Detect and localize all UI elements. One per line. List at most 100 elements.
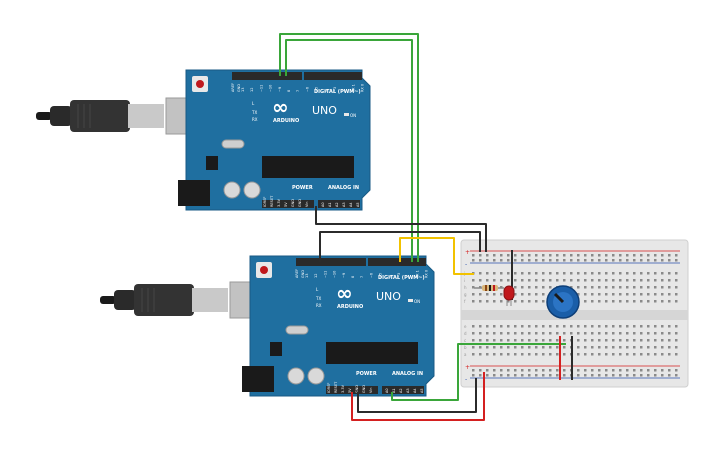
breadboard-hole[interactable] — [584, 374, 587, 377]
breadboard-hole[interactable] — [479, 374, 482, 377]
breadboard-hole[interactable] — [640, 346, 643, 349]
breadboard-hole[interactable] — [514, 353, 517, 356]
breadboard-hole[interactable] — [514, 346, 517, 349]
breadboard-hole[interactable] — [472, 279, 475, 282]
breadboard-hole[interactable] — [584, 300, 587, 303]
breadboard-hole[interactable] — [493, 346, 496, 349]
breadboard-hole[interactable] — [612, 325, 615, 328]
breadboard-hole[interactable] — [493, 293, 496, 296]
breadboard-hole[interactable] — [479, 369, 482, 372]
breadboard-hole[interactable] — [528, 353, 531, 356]
breadboard-hole[interactable] — [661, 279, 664, 282]
breadboard-hole[interactable] — [507, 346, 510, 349]
breadboard-hole[interactable] — [647, 272, 650, 275]
breadboard-hole[interactable] — [479, 293, 482, 296]
breadboard-hole[interactable] — [556, 339, 559, 342]
breadboard-hole[interactable] — [619, 332, 622, 335]
breadboard-hole[interactable] — [514, 369, 517, 372]
breadboard-hole[interactable] — [640, 279, 643, 282]
breadboard-hole[interactable] — [598, 254, 601, 257]
breadboard-hole[interactable] — [563, 254, 566, 257]
breadboard-hole[interactable] — [472, 293, 475, 296]
breadboard-hole[interactable] — [500, 353, 503, 356]
breadboard-hole[interactable] — [647, 346, 650, 349]
breadboard-hole[interactable] — [577, 286, 580, 289]
breadboard-hole[interactable] — [619, 374, 622, 377]
breadboard-hole[interactable] — [647, 339, 650, 342]
breadboard-hole[interactable] — [563, 279, 566, 282]
breadboard-hole[interactable] — [612, 286, 615, 289]
breadboard-hole[interactable] — [668, 339, 671, 342]
breadboard-hole[interactable] — [633, 300, 636, 303]
breadboard-hole[interactable] — [654, 325, 657, 328]
breadboard-hole[interactable] — [633, 259, 636, 262]
breadboard-hole[interactable] — [647, 369, 650, 372]
breadboard-hole[interactable] — [521, 369, 524, 372]
breadboard-hole[interactable] — [584, 353, 587, 356]
breadboard-hole[interactable] — [563, 346, 566, 349]
breadboard-hole[interactable] — [542, 374, 545, 377]
breadboard-hole[interactable] — [542, 300, 545, 303]
breadboard-hole[interactable] — [647, 254, 650, 257]
breadboard-hole[interactable] — [654, 259, 657, 262]
breadboard-hole[interactable] — [584, 254, 587, 257]
breadboard-hole[interactable] — [598, 272, 601, 275]
breadboard-hole[interactable] — [549, 279, 552, 282]
breadboard-hole[interactable] — [647, 325, 650, 328]
breadboard-hole[interactable] — [640, 293, 643, 296]
breadboard-hole[interactable] — [661, 374, 664, 377]
breadboard-hole[interactable] — [514, 339, 517, 342]
breadboard-hole[interactable] — [633, 279, 636, 282]
breadboard-hole[interactable] — [542, 346, 545, 349]
breadboard-hole[interactable] — [500, 272, 503, 275]
breadboard-hole[interactable] — [661, 293, 664, 296]
breadboard-hole[interactable] — [563, 374, 566, 377]
breadboard-hole[interactable] — [521, 325, 524, 328]
breadboard-hole[interactable] — [535, 332, 538, 335]
breadboard-hole[interactable] — [675, 286, 678, 289]
breadboard-hole[interactable] — [598, 369, 601, 372]
breadboard-hole[interactable] — [619, 259, 622, 262]
breadboard-hole[interactable] — [500, 300, 503, 303]
breadboard-hole[interactable] — [472, 286, 475, 289]
breadboard-hole[interactable] — [654, 353, 657, 356]
breadboard-hole[interactable] — [591, 346, 594, 349]
breadboard-hole[interactable] — [486, 259, 489, 262]
breadboard-hole[interactable] — [605, 279, 608, 282]
breadboard-hole[interactable] — [570, 259, 573, 262]
breadboard-hole[interactable] — [619, 279, 622, 282]
breadboard-hole[interactable] — [661, 369, 664, 372]
breadboard-hole[interactable] — [675, 259, 678, 262]
breadboard-hole[interactable] — [507, 279, 510, 282]
breadboard-hole[interactable] — [626, 279, 629, 282]
breadboard-hole[interactable] — [591, 286, 594, 289]
breadboard-hole[interactable] — [528, 254, 531, 257]
breadboard-hole[interactable] — [521, 332, 524, 335]
breadboard-hole[interactable] — [577, 332, 580, 335]
breadboard-hole[interactable] — [612, 272, 615, 275]
breadboard-hole[interactable] — [549, 272, 552, 275]
breadboard-hole[interactable] — [675, 293, 678, 296]
breadboard-hole[interactable] — [535, 259, 538, 262]
breadboard-hole[interactable] — [661, 353, 664, 356]
breadboard-hole[interactable] — [626, 286, 629, 289]
breadboard-hole[interactable] — [556, 346, 559, 349]
breadboard-hole[interactable] — [612, 293, 615, 296]
breadboard-hole[interactable] — [591, 353, 594, 356]
breadboard-hole[interactable] — [675, 254, 678, 257]
breadboard-hole[interactable] — [570, 254, 573, 257]
breadboard-hole[interactable] — [507, 339, 510, 342]
breadboard-hole[interactable] — [668, 279, 671, 282]
breadboard-hole[interactable] — [521, 254, 524, 257]
breadboard-hole[interactable] — [563, 332, 566, 335]
usb-cable-icon[interactable] — [36, 100, 164, 132]
breadboard-hole[interactable] — [472, 254, 475, 257]
breadboard-hole[interactable] — [542, 293, 545, 296]
breadboard-hole[interactable] — [654, 254, 657, 257]
breadboard-hole[interactable] — [633, 254, 636, 257]
breadboard-hole[interactable] — [507, 254, 510, 257]
breadboard-hole[interactable] — [598, 300, 601, 303]
breadboard-hole[interactable] — [556, 353, 559, 356]
breadboard-hole[interactable] — [507, 325, 510, 328]
breadboard-hole[interactable] — [528, 374, 531, 377]
